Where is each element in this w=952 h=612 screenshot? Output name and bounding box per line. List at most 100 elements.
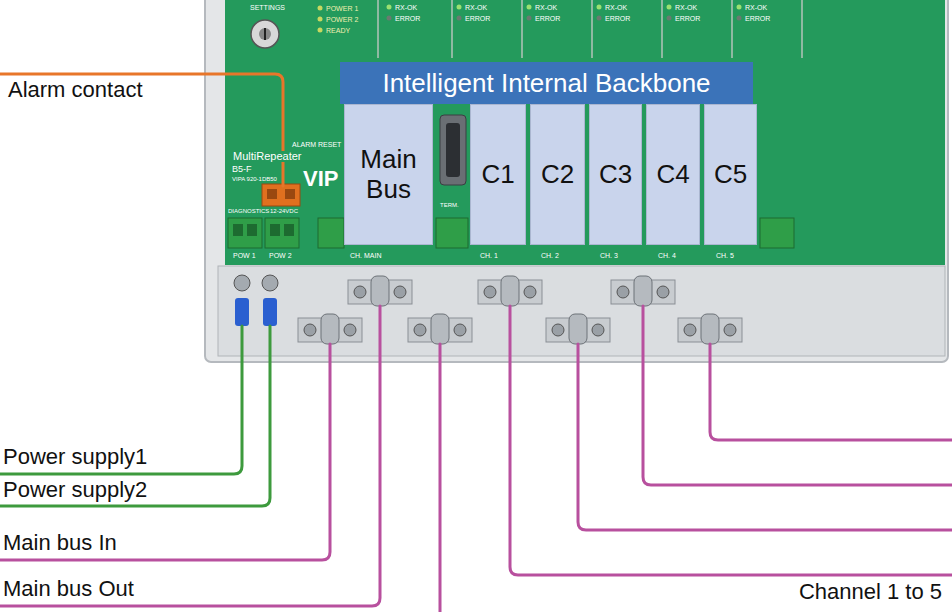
connector-label: CH. 4 (658, 252, 676, 259)
clamp-saddle (431, 314, 449, 344)
led (387, 5, 392, 10)
dial-slot (264, 28, 266, 40)
screw (344, 324, 356, 336)
panel-print: 12-24VDC (270, 208, 298, 214)
alarm-connector (262, 184, 300, 206)
rotary-switch (251, 20, 279, 48)
channel-box: C5 (704, 104, 757, 245)
channel-box: C2 (530, 104, 585, 245)
housing (205, 0, 948, 362)
power-wire (0, 326, 242, 474)
led-label: POWER 1 (326, 5, 358, 12)
power-plug (265, 218, 299, 248)
shield-clamp (611, 276, 675, 306)
panel-print: SETTINGS (250, 4, 285, 11)
plug-pin (284, 224, 294, 236)
shield-clamp (298, 314, 362, 344)
divider (377, 0, 379, 58)
crimp-terminal (263, 298, 277, 326)
mounting-bar (218, 266, 945, 356)
screw (724, 324, 736, 336)
led (318, 6, 323, 11)
connector-label: POW 2 (269, 252, 292, 259)
dial-center (259, 28, 271, 40)
connector-label: POW 1 (233, 252, 256, 259)
screw (524, 286, 536, 298)
led-label: RX-OK (535, 4, 557, 11)
terminal-block (318, 218, 344, 248)
clamp-saddle (501, 276, 519, 306)
circuit-board (225, 0, 945, 265)
led (527, 5, 532, 10)
divider (731, 0, 733, 58)
led (457, 5, 462, 10)
led-label: ERROR (465, 15, 490, 22)
dial (251, 20, 279, 48)
plug-pin (233, 224, 243, 236)
screw (454, 324, 466, 336)
status-leds (318, 5, 742, 33)
channel-cable (643, 306, 952, 485)
shield-clamp (678, 314, 742, 344)
main-bus-box: Main Bus (344, 104, 433, 245)
power-plugs (228, 218, 299, 248)
led-label: ERROR (535, 15, 560, 22)
part-number: VIPA 920-1DB50 (232, 176, 277, 182)
backbone-band: Intelligent Internal Backbone (340, 62, 753, 104)
led (527, 16, 532, 21)
node-text: C5 (714, 160, 747, 190)
clamp-saddle (321, 314, 339, 344)
screw (354, 286, 366, 298)
channel-box: C1 (470, 104, 526, 245)
device-model: B5-F (232, 165, 252, 174)
clamp-saddle (634, 276, 652, 306)
callout-label: Main bus Out (3, 578, 134, 600)
led (597, 5, 602, 10)
screw (684, 324, 696, 336)
clamp-saddle (371, 276, 389, 306)
connector-label: CH. 5 (716, 252, 734, 259)
screw (304, 324, 316, 336)
panel-print: ALARM RESET (292, 141, 341, 148)
node-text: C2 (541, 160, 574, 190)
divider (451, 0, 453, 58)
plug-pin (285, 189, 295, 199)
connector-face (446, 123, 460, 177)
clamp-saddle (569, 314, 587, 344)
db9-connector (440, 115, 466, 185)
led (737, 5, 742, 10)
callout-label: Channel 1 to 5 (799, 581, 942, 603)
screw (262, 275, 278, 291)
callout-label: Main bus In (3, 532, 117, 554)
shield-clamp (546, 314, 610, 344)
channel-cable (439, 344, 442, 612)
divider (521, 0, 523, 58)
device-name: MultiRepeater (232, 151, 302, 162)
callout-label: Power supply2 (3, 479, 147, 501)
alarm-plug (262, 184, 300, 206)
connector-shell (440, 115, 466, 185)
node-text: C1 (481, 160, 514, 190)
screw (484, 286, 496, 298)
channel-cable (578, 344, 952, 530)
power-screws (234, 275, 278, 326)
crimp-terminal (235, 298, 249, 326)
terminal-block (760, 218, 794, 248)
led-label: RX-OK (675, 4, 697, 11)
bus-cable (0, 306, 380, 606)
screw (394, 286, 406, 298)
shield-clamp (348, 276, 412, 306)
node-text: C3 (599, 160, 632, 190)
led-label: POWER 2 (326, 16, 358, 23)
screw (592, 324, 604, 336)
alarm-wire (0, 74, 283, 186)
led (737, 16, 742, 21)
screw (552, 324, 564, 336)
plug-pin (267, 189, 277, 199)
shield-clamps (298, 276, 742, 344)
callout-label: Power supply1 (3, 446, 147, 468)
led-label: ERROR (745, 15, 770, 22)
node-text: Intelligent Internal Backbone (382, 68, 710, 99)
led (318, 28, 323, 33)
led (387, 16, 392, 21)
